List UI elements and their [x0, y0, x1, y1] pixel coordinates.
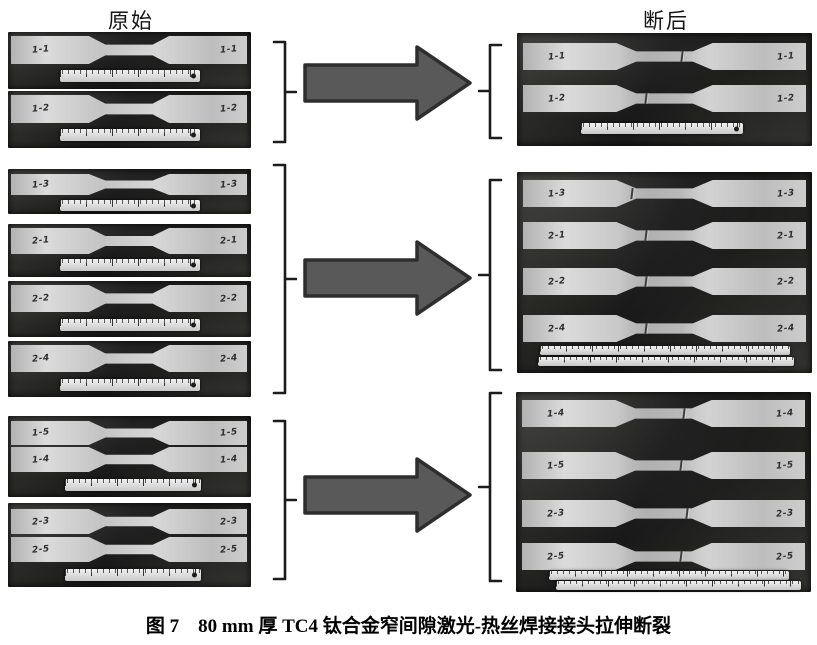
specimen-label-left: 2-5	[547, 550, 566, 563]
specimen-label-left: 1-5	[31, 427, 51, 439]
specimen-label-right: 1-2	[776, 92, 796, 105]
specimen-2-3: 2-3 2-3	[11, 509, 247, 534]
specimen-label-right: 1-3	[219, 178, 238, 191]
specimen-label-left: 1-3	[31, 178, 51, 191]
group-brace-right-icon	[478, 178, 503, 372]
specimen-label-right: 1-3	[776, 187, 796, 200]
specimen-label-left: 2-2	[548, 275, 567, 288]
specimen-1-4-broken: 1-4 1-4	[522, 400, 805, 427]
specimen-1-1-broken: 1-1 1-1	[523, 43, 806, 70]
specimen-1-3-broken: 1-3 1-3	[523, 180, 806, 207]
specimen-label-right: 2-2	[776, 275, 796, 288]
ruler	[581, 123, 743, 134]
ruler	[60, 70, 200, 82]
specimen-2-1-broken: 2-1 2-1	[523, 222, 806, 249]
specimen-label-left: 1-4	[31, 453, 51, 466]
photo-original-1-2: 1-2 1-2	[8, 91, 251, 148]
specimen-label-left: 2-1	[548, 229, 567, 242]
photo-fractured-group-3: 1-4 1-4 1-5 1-5 2-3 2-3 2-5 2-5	[516, 392, 811, 592]
specimen-label-right: 1-4	[219, 453, 238, 466]
photo-fractured-group-1: 1-1 1-1 1-2 1-2	[517, 33, 812, 146]
specimen-label-left: 2-4	[548, 322, 567, 335]
photo-original-1-5-1-4: 1-5 1-5 1-4 1-4	[8, 416, 251, 497]
specimen-1-2-broken: 1-2 1-2	[523, 85, 806, 112]
photo-original-2-2: 2-2 2-2	[8, 281, 251, 337]
ruler	[65, 479, 201, 491]
specimen-label-left: 1-2	[31, 103, 51, 115]
specimen-label-right: 1-2	[219, 103, 238, 115]
specimen-label-left: 2-3	[547, 507, 566, 520]
ruler	[60, 379, 200, 391]
specimen-label-right: 2-2	[219, 292, 238, 305]
photo-original-2-4: 2-4 2-4	[8, 341, 251, 397]
specimen-2-4: 2-4 2-4	[11, 345, 247, 372]
photo-fractured-group-2: 1-3 1-3 2-1 2-1 2-2 2-2 2-4 2-4	[517, 172, 812, 373]
ruler	[65, 569, 201, 581]
ruler	[556, 581, 801, 590]
specimen-label-left: 1-1	[548, 50, 567, 63]
specimen-1-4: 1-4 1-4	[11, 447, 247, 472]
ruler	[540, 346, 790, 355]
specimen-label-right: 2-3	[775, 507, 795, 520]
specimen-label-right: 2-5	[219, 543, 238, 556]
specimen-label-right: 2-3	[219, 515, 238, 528]
specimen-1-3: 1-3 1-3	[11, 174, 247, 195]
group-brace-right-icon	[478, 43, 503, 140]
photo-original-2-1: 2-1 2-1	[8, 224, 251, 277]
group-brace-right-icon	[478, 391, 503, 583]
specimen-2-4-broken: 2-4 2-4	[523, 315, 806, 342]
header-fractured: 断后	[643, 9, 689, 33]
specimen-label-right: 1-4	[775, 407, 795, 420]
specimen-2-5: 2-5 2-5	[11, 537, 247, 562]
header-original: 原始	[108, 9, 154, 33]
figure-caption: 图 7 80 mm 厚 TC4 钛合金窄间隙激光-热丝焊接接头拉伸断裂	[145, 616, 672, 637]
specimen-body	[11, 174, 247, 195]
specimen-1-5: 1-5 1-5	[11, 421, 247, 445]
ruler	[60, 200, 200, 211]
specimen-label-left: 1-5	[547, 459, 566, 472]
ruler	[549, 571, 789, 580]
specimen-label-left: 1-2	[548, 92, 567, 105]
ruler	[538, 357, 794, 366]
specimen-label-left: 1-1	[31, 44, 51, 56]
group-brace-left-icon	[272, 419, 297, 581]
specimen-2-5-broken: 2-5 2-5	[522, 543, 805, 570]
specimen-label-right: 1-5	[775, 459, 795, 472]
ruler	[60, 129, 200, 141]
right-arrow-icon	[303, 240, 472, 316]
specimen-2-2-broken: 2-2 2-2	[523, 268, 806, 295]
photo-original-1-3: 1-3 1-3	[8, 169, 251, 214]
specimen-label-left: 2-1	[31, 235, 51, 247]
photo-original-1-1: 1-1 1-1	[8, 32, 251, 89]
specimen-label-right: 2-4	[776, 322, 796, 335]
specimen-2-1: 2-1 2-1	[11, 228, 247, 254]
group-brace-left-icon	[272, 40, 297, 144]
specimen-label-right: 1-1	[776, 50, 796, 63]
photo-original-2-3-2-5: 2-3 2-3 2-5 2-5	[8, 503, 251, 587]
specimen-label-left: 2-3	[31, 515, 51, 528]
specimen-2-3-broken: 2-3 2-3	[522, 500, 805, 527]
specimen-1-2: 1-2 1-2	[11, 95, 247, 123]
specimen-label-left: 2-2	[31, 292, 51, 305]
specimen-2-2: 2-2 2-2	[11, 285, 247, 312]
specimen-label-right: 2-1	[219, 235, 238, 247]
specimen-label-left: 1-4	[547, 407, 566, 420]
specimen-label-left: 2-5	[31, 543, 51, 556]
group-brace-left-icon	[272, 163, 297, 395]
specimen-label-right: 1-1	[219, 44, 238, 56]
ruler	[60, 319, 200, 331]
specimen-label-right: 2-5	[775, 550, 795, 563]
specimen-label-right: 1-5	[219, 427, 238, 439]
right-arrow-icon	[303, 457, 472, 533]
specimen-1-1: 1-1 1-1	[11, 36, 247, 64]
specimen-label-left: 2-4	[31, 352, 51, 365]
specimen-label-right: 2-4	[219, 352, 238, 365]
right-arrow-icon	[303, 45, 472, 121]
specimen-label-left: 1-3	[548, 187, 567, 200]
ruler	[60, 259, 200, 271]
specimen-1-5-broken: 1-5 1-5	[522, 452, 805, 479]
specimen-label-right: 2-1	[776, 229, 796, 242]
